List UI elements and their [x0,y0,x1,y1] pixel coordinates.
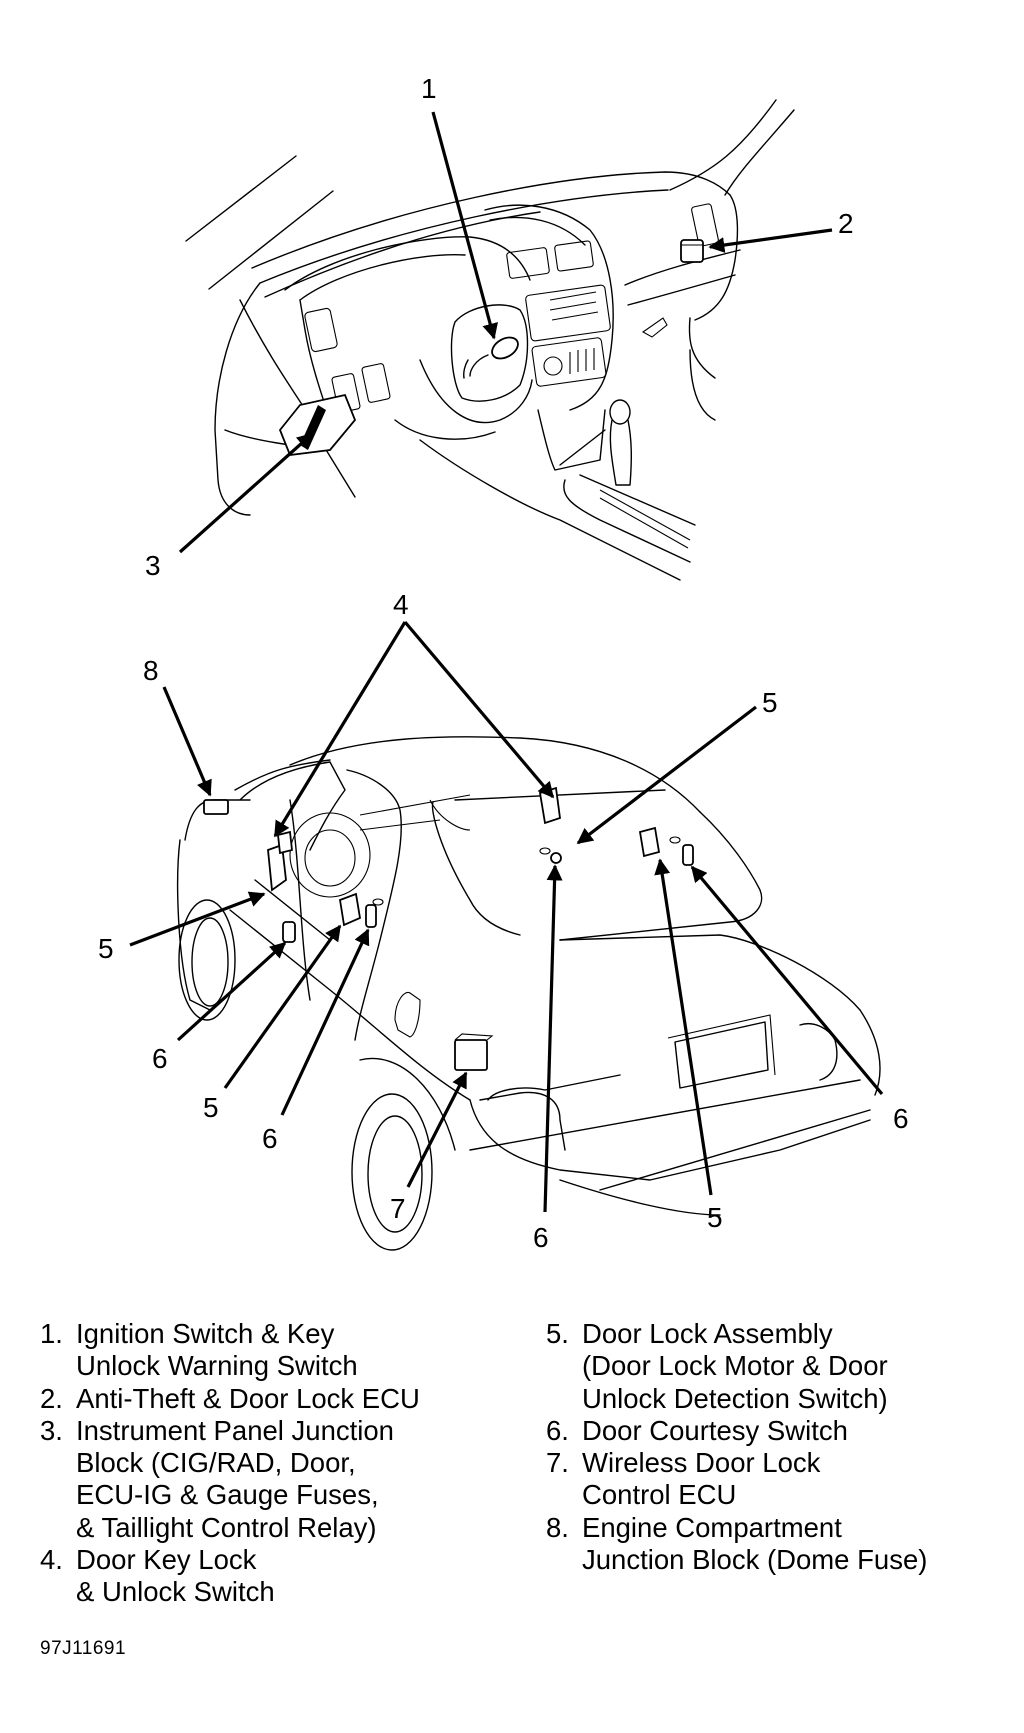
callout-3-label: 3 [145,550,161,581]
legend-number: 2. [40,1382,63,1414]
callout-5-top-right-leader [576,705,757,845]
callout-6-left-leader [176,941,287,1042]
legend-item: 7. Wireless Door Lock Control ECU [546,1447,1016,1512]
legend-right-column: 5. Door Lock Assembly (Door Lock Motor &… [546,1318,1016,1576]
callout-5-left-label: 5 [98,933,114,964]
engine-compartment-junction-block-part [203,799,229,815]
callout-6-mid-label: 6 [262,1123,278,1154]
callout-5-left-leader [129,891,266,947]
legend-text: Engine Compartment Junction Block (Dome … [582,1511,928,1576]
callout-5-top-right-label: 5 [762,687,778,718]
legend-item: 4. Door Key Lock & Unlock Switch [40,1544,520,1609]
callout-6-mid-leader [280,928,370,1116]
legend-text: Instrument Panel Junction Block (CIG/RAD… [76,1414,394,1543]
callout-7-label: 7 [390,1193,406,1224]
callout-5-bottom-label: 5 [707,1202,723,1233]
callout-6-left-label: 6 [152,1043,168,1074]
rear-left-courtesy-switch-part [365,898,384,928]
legend-item: 1. Ignition Switch & Key Unlock Warning … [40,1318,520,1383]
front-right-courtesy-switch-part [539,847,562,864]
anti-theft-ecu-part [680,239,704,263]
callout-1-leader [431,111,498,340]
callout-2-label: 2 [838,208,854,239]
rear-left-door-lock-assembly-part [338,892,362,927]
rear-right-door-lock-part [638,826,661,858]
component-location-diagram: 1 2 3 [98,73,909,1253]
legend-text: Door Courtesy Switch [582,1414,848,1446]
rear-right-courtesy-switch-part [669,836,694,866]
callout-7-leader [406,1071,468,1188]
callout-6-right-label: 6 [893,1103,909,1134]
callout-5-mid-leader [223,924,342,1089]
legend-item: 6. Door Courtesy Switch [546,1415,1016,1447]
callout-6-bottom-label: 6 [533,1222,549,1253]
legend-number: 6. [546,1414,569,1446]
callout-5-bottom-leader [654,858,713,1196]
legend-number: 8. [546,1511,569,1543]
callout-6-right-leader [690,865,884,1096]
front-left-courtesy-switch-part [282,921,296,943]
legend-number: 4. [40,1544,63,1576]
legend-number: 7. [546,1447,569,1479]
callout-5-mid-label: 5 [203,1092,219,1123]
legend-number: 3. [40,1414,63,1446]
legend-item: 8. Engine Compartment Junction Block (Do… [546,1512,1016,1577]
callout-3-leader [178,432,314,554]
legend-text: Door Key Lock & Unlock Switch [76,1544,275,1608]
legend-item: 5. Door Lock Assembly (Door Lock Motor &… [546,1318,1016,1415]
figure-code: 97J11691 [40,1638,127,1659]
legend-number: 5. [546,1318,569,1349]
callout-8-label: 8 [143,655,159,686]
vehicle-body-drawing [176,736,881,1251]
front-left-door-lock-assembly-part [267,830,293,892]
legend-text: Ignition Switch & Key Unlock Warning Swi… [76,1318,358,1382]
callout-6-bottom-leader [543,864,563,1213]
callout-4-leader-left [273,621,407,838]
callout-8-leader [162,686,212,797]
legend-text: Door Lock Assembly (Door Lock Motor & Do… [582,1318,888,1414]
legend-left-column: 1. Ignition Switch & Key Unlock Warning … [40,1318,520,1609]
legend-text: Anti-Theft & Door Lock ECU [76,1382,420,1414]
legend-item: 3. Instrument Panel Junction Block (CIG/… [40,1415,520,1544]
callout-2-leader [708,228,833,253]
instrument-panel-junction-block-part [278,393,357,456]
callout-1-label: 1 [421,73,437,104]
callout-4-leader-right [403,620,555,799]
legend-number: 1. [40,1318,63,1349]
callout-4-label: 4 [393,589,409,620]
legend-item: 2. Anti-Theft & Door Lock ECU [40,1383,520,1415]
instrument-panel-drawing [185,99,795,581]
wireless-door-lock-control-ecu-part [454,1033,494,1071]
legend-text: Wireless Door Lock Control ECU [582,1447,821,1511]
